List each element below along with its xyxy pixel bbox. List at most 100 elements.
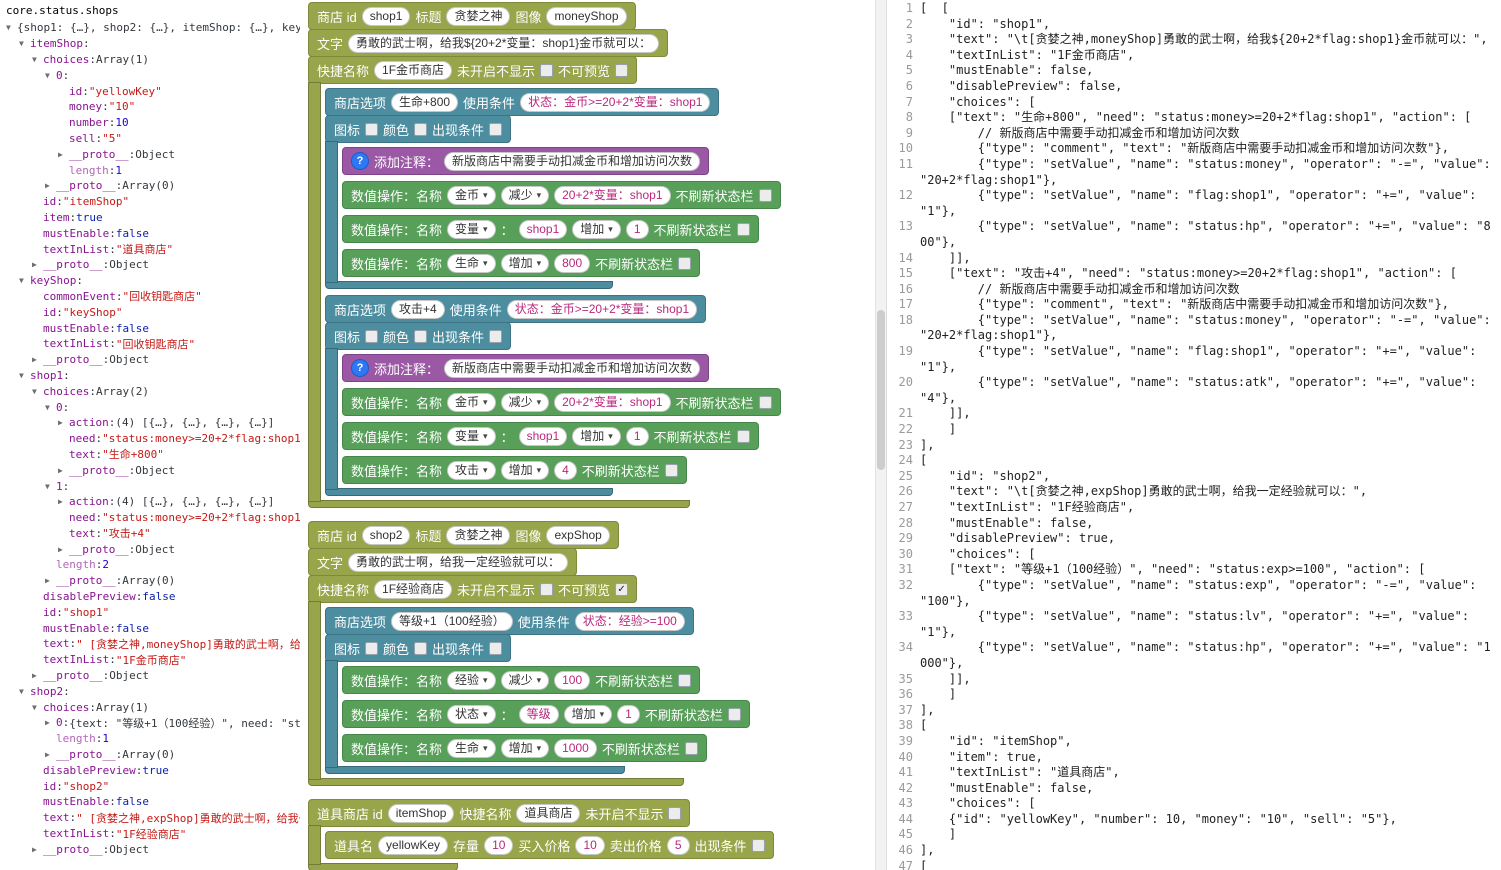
block-dropdown[interactable]: 金币▾ <box>447 185 496 205</box>
block-value-field[interactable]: 5 <box>666 835 690 855</box>
block-dropdown[interactable]: 变量▾ <box>447 426 496 446</box>
block-checkbox[interactable] <box>540 63 554 77</box>
collapsed-arrow-icon[interactable]: ▶ <box>58 418 63 428</box>
block-checkbox[interactable] <box>489 122 503 136</box>
tree-row[interactable]: ▶action: (4) [{…}, {…}, {…}, {…}] <box>0 494 300 510</box>
block-field[interactable]: 勇敢的武士啊，给我一定经验就可以： <box>348 552 569 572</box>
block-dropdown[interactable]: 生命▾ <box>447 738 496 758</box>
block-dropdown[interactable]: 攻击▾ <box>447 460 496 480</box>
block-field[interactable]: 1F金币商店 <box>374 60 453 80</box>
tree-row[interactable]: ▶__proto__: Object <box>0 541 300 557</box>
tree-row[interactable]: ▶__proto__: Object <box>0 462 300 478</box>
block-field[interactable]: 勇敢的武士啊，给我${20+2*变量：shop1}金币就可以： <box>348 33 660 53</box>
tree-row[interactable]: number: 10 <box>0 115 300 131</box>
tree-row[interactable]: text: " [贪婪之神,expShop]勇敢的武士啊，给我一定经验就可以：" <box>0 810 300 826</box>
tree-row[interactable]: ▼{shop1: {…}, shop2: {…}, itemShop: {…},… <box>0 20 300 36</box>
block-dropdown[interactable]: 减少▾ <box>500 392 550 412</box>
comment-block[interactable]: ?添加注释：新版商店中需要手动扣减金币和增加访问次数 <box>342 147 710 175</box>
block-field[interactable]: 生命+800 <box>391 92 459 112</box>
block-checkbox[interactable] <box>365 641 379 655</box>
expanded-arrow-icon[interactable]: ▼ <box>19 276 24 286</box>
tree-row[interactable]: ▶__proto__: Object <box>0 668 300 684</box>
block-checkbox[interactable] <box>365 329 379 343</box>
block-checkbox[interactable] <box>540 582 554 596</box>
block-dropdown[interactable]: 增加▾ <box>500 738 550 758</box>
tree-row[interactable]: ▶0: {text: "等级+1（100经验）", need: "status:… <box>0 715 300 731</box>
tree-row[interactable]: disablePreview: true <box>0 762 300 778</box>
tree-row[interactable]: length: 2 <box>0 557 300 573</box>
tree-row[interactable]: ▶__proto__: Object <box>0 146 300 162</box>
block-checkbox[interactable] <box>615 63 629 77</box>
tree-row[interactable]: need: "status:money>=20+2*flag:shop1" <box>0 431 300 447</box>
collapsed-arrow-icon[interactable]: ▶ <box>45 576 50 586</box>
tree-row[interactable]: textInList: "道具商店" <box>0 241 300 257</box>
block-dropdown[interactable]: 状态▾ <box>447 704 496 724</box>
workspace-scrollbar[interactable] <box>875 0 886 870</box>
tree-row[interactable]: need: "status:money>=20+2*flag:shop1" <box>0 510 300 526</box>
block-checkbox[interactable] <box>365 122 379 136</box>
block-field[interactable]: expShop <box>546 525 610 545</box>
tree-row[interactable]: length: 1 <box>0 731 300 747</box>
tree-row[interactable]: ▶__proto__: Object <box>0 841 300 857</box>
collapsed-arrow-icon[interactable]: ▶ <box>45 181 50 191</box>
collapsed-arrow-icon[interactable]: ▶ <box>58 544 63 554</box>
tree-row[interactable]: length: 1 <box>0 162 300 178</box>
block-value-field[interactable]: shop1 <box>518 219 568 239</box>
tree-row[interactable]: mustEnable: false <box>0 320 300 336</box>
tree-row[interactable]: textInList: "1F经验商店" <box>0 826 300 842</box>
block-field[interactable]: 攻击+4 <box>391 299 445 319</box>
tree-row[interactable]: ▼1: <box>0 478 300 494</box>
tree-row[interactable]: ▶__proto__: Array(0) <box>0 747 300 763</box>
tree-row[interactable]: id: "shop1" <box>0 604 300 620</box>
tree-row[interactable]: ▼itemShop: <box>0 36 300 52</box>
block-value-field[interactable]: 100 <box>554 670 591 690</box>
block-dropdown[interactable]: 增加▾ <box>563 704 613 724</box>
collapsed-arrow-icon[interactable]: ▶ <box>58 465 63 475</box>
expanded-arrow-icon[interactable]: ▼ <box>19 39 24 49</box>
tree-row[interactable]: ▼0: <box>0 399 300 415</box>
block-checkbox[interactable] <box>684 741 698 755</box>
block-dropdown[interactable]: 增加▾ <box>572 426 621 446</box>
block-field[interactable]: moneyShop <box>546 6 627 26</box>
block-checkbox[interactable] <box>736 222 750 236</box>
block-field[interactable]: shop2 <box>361 525 411 545</box>
block-checkbox[interactable] <box>664 463 678 477</box>
expanded-arrow-icon[interactable]: ▼ <box>19 370 24 380</box>
block-checkbox[interactable] <box>668 806 682 820</box>
block-checkbox[interactable] <box>678 673 692 687</box>
block-dropdown[interactable]: 经验▾ <box>447 670 496 690</box>
tree-row[interactable]: ▼choices: Array(1) <box>0 52 300 68</box>
tree-row[interactable]: item: true <box>0 210 300 226</box>
block-value-field[interactable]: 1000 <box>554 738 597 758</box>
block-dropdown[interactable]: 金币▾ <box>447 392 496 412</box>
tree-row[interactable]: ▶__proto__: Object <box>0 352 300 368</box>
tree-row[interactable]: ▶__proto__: Array(0) <box>0 573 300 589</box>
block-dropdown[interactable]: 减少▾ <box>500 185 550 205</box>
block-checkbox[interactable] <box>727 707 741 721</box>
block-dropdown[interactable]: 增加▾ <box>572 219 621 239</box>
block-field[interactable]: 贪婪之神 <box>446 6 511 26</box>
block-checkbox[interactable] <box>758 395 772 409</box>
block-value-field[interactable]: 状态：金币>=20+2*变量：shop1 <box>506 299 698 319</box>
expanded-arrow-icon[interactable]: ▼ <box>19 686 24 696</box>
expanded-arrow-icon[interactable]: ▼ <box>32 386 37 396</box>
block-dropdown[interactable]: 生命▾ <box>447 253 496 273</box>
tree-row[interactable]: text: " [贪婪之神,moneyShop]勇敢的武士啊，给我${20+2*… <box>0 636 300 652</box>
expanded-arrow-icon[interactable]: ▼ <box>6 23 11 33</box>
tree-row[interactable]: text: "生命+800" <box>0 447 300 463</box>
block-dropdown[interactable]: 减少▾ <box>500 670 550 690</box>
block-checkbox[interactable] <box>758 188 772 202</box>
block-value-field[interactable]: 20+2*变量：shop1 <box>554 185 671 205</box>
block-dropdown[interactable]: 变量▾ <box>447 219 496 239</box>
tree-row[interactable]: mustEnable: false <box>0 225 300 241</box>
collapsed-arrow-icon[interactable]: ▶ <box>45 750 50 760</box>
expanded-arrow-icon[interactable]: ▼ <box>45 402 50 412</box>
